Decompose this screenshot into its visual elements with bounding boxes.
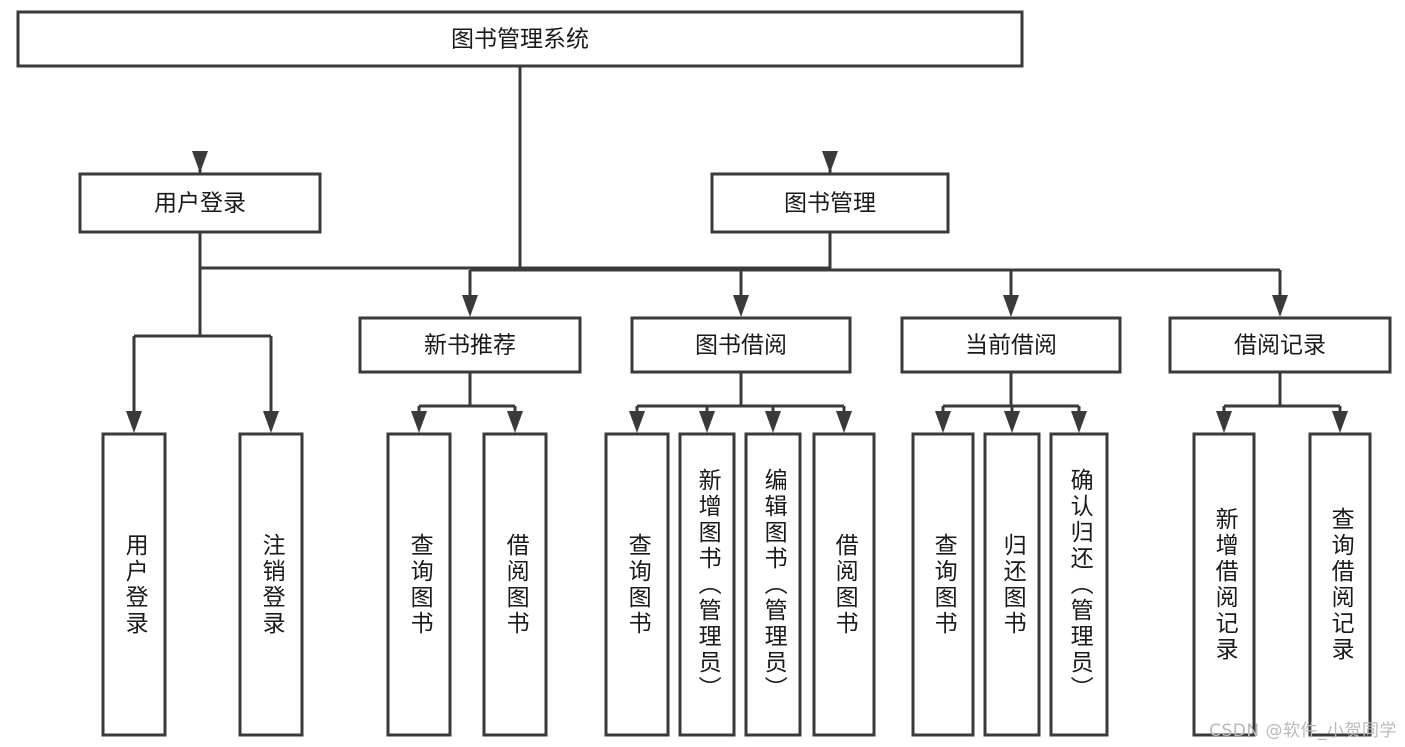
- node-rect[interactable]: [983, 432, 1041, 737]
- node-rect[interactable]: [78, 172, 322, 234]
- node-编辑图书管理员[interactable]: [744, 432, 802, 737]
- node-借阅图书[interactable]: [482, 432, 548, 737]
- node-查询图书[interactable]: [386, 432, 452, 737]
- node-rect[interactable]: [101, 432, 167, 737]
- node-借阅图书[interactable]: [812, 432, 876, 737]
- node-新增图书管理员[interactable]: [678, 432, 736, 737]
- node-图书管理系统[interactable]: [16, 10, 1024, 68]
- connector-layer: [126, 66, 1348, 433]
- node-rect[interactable]: [358, 316, 582, 374]
- watermark-text: CSDN @软件_小贺同学: [1209, 721, 1397, 741]
- node-rect[interactable]: [710, 172, 950, 234]
- node-rect[interactable]: [482, 432, 548, 737]
- node-rect[interactable]: [630, 316, 852, 374]
- node-用户登录[interactable]: [78, 172, 322, 234]
- node-label: 当前借阅: [965, 333, 1057, 359]
- node-注销登录[interactable]: [238, 432, 304, 737]
- node-rect[interactable]: [744, 432, 802, 737]
- node-rect[interactable]: [812, 432, 876, 737]
- node-图书管理[interactable]: [710, 172, 950, 234]
- node-label: 图书借阅: [695, 333, 787, 359]
- node-label: 新书推荐: [424, 333, 516, 359]
- node-查询图书[interactable]: [911, 432, 975, 737]
- node-label: 用户登录: [154, 191, 246, 217]
- node-rect[interactable]: [900, 316, 1122, 374]
- node-rect[interactable]: [238, 432, 304, 737]
- node-借阅记录[interactable]: [1168, 316, 1392, 374]
- node-label: 借阅记录: [1234, 333, 1326, 359]
- node-rect[interactable]: [911, 432, 975, 737]
- node-用户登录[interactable]: [101, 432, 167, 737]
- node-图书借阅[interactable]: [630, 316, 852, 374]
- node-当前借阅[interactable]: [900, 316, 1122, 374]
- node-rect[interactable]: [16, 10, 1024, 68]
- node-rect[interactable]: [1192, 432, 1256, 737]
- node-rect[interactable]: [1168, 316, 1392, 374]
- node-新增借阅记录[interactable]: [1192, 432, 1256, 737]
- node-rect[interactable]: [1308, 432, 1372, 737]
- node-label: 图书管理: [784, 191, 876, 217]
- node-rect[interactable]: [1049, 432, 1109, 737]
- node-归还图书[interactable]: [983, 432, 1041, 737]
- node-查询借阅记录[interactable]: [1308, 432, 1372, 737]
- node-新书推荐[interactable]: [358, 316, 582, 374]
- node-查询图书[interactable]: [604, 432, 670, 737]
- node-rect[interactable]: [678, 432, 736, 737]
- node-确认归还管理员[interactable]: [1049, 432, 1109, 737]
- node-label: 图书管理系统: [451, 27, 589, 53]
- node-box-layer: [16, 10, 1392, 737]
- node-rect[interactable]: [386, 432, 452, 737]
- node-rect[interactable]: [604, 432, 670, 737]
